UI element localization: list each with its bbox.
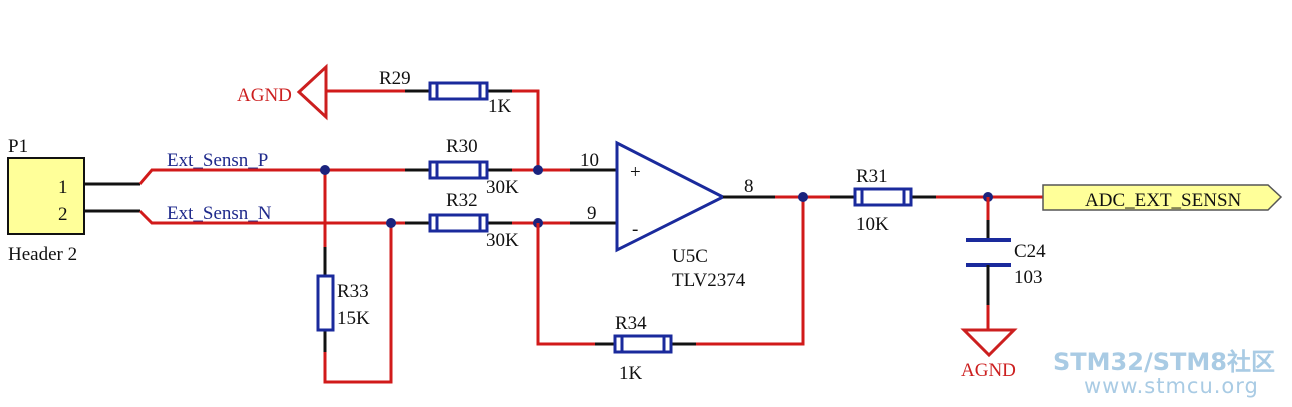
- opamp-body: [615, 140, 727, 253]
- watermark-slash: /: [1144, 348, 1153, 376]
- r29-body: [428, 81, 489, 101]
- r29-value: 1K: [488, 96, 512, 117]
- resistor-r33: R33 15K: [316, 247, 370, 352]
- opamp-minus-sign: -: [632, 219, 638, 240]
- c24-value: 103: [1014, 267, 1043, 288]
- wire-ext-sensn-p: [138, 168, 430, 185]
- agnd-top-symbol: [296, 63, 328, 121]
- r32-value: 30K: [486, 230, 519, 251]
- opamp-part: TLV2374: [672, 270, 746, 291]
- watermark-url: www.stmcu.org: [1084, 374, 1259, 398]
- r34-ref: R34: [615, 313, 647, 334]
- watermark-brand-a: STM32: [1053, 348, 1144, 376]
- resistor-r32: R32 30K: [405, 190, 570, 251]
- junction-n: [386, 218, 396, 228]
- connector-pin-2: 2: [58, 204, 68, 225]
- r30-ref: R30: [446, 136, 478, 157]
- watermark: STM32/STM8社区 www.stmcu.org: [1053, 348, 1275, 398]
- watermark-brand-cn: 社区: [1227, 348, 1275, 376]
- opamp-pin-minus: 9: [587, 203, 597, 224]
- resistor-r30: R30 30K: [405, 136, 570, 198]
- opamp-u5c: + - 10 9 8 U5C TLV2374: [570, 140, 830, 291]
- wire-fb-left: [536, 223, 595, 346]
- watermark-brand: STM32/STM8社区: [1053, 348, 1275, 376]
- opamp-plus-sign: +: [630, 162, 641, 183]
- resistor-r29: AGND R29 1K: [237, 63, 540, 170]
- r31-value: 10K: [856, 214, 889, 235]
- connector-name: Header 2: [8, 244, 77, 265]
- wire-r29-to-plus: [512, 89, 540, 170]
- input-wires: Ext_Sensn_P Ext_Sensn_N: [138, 150, 430, 384]
- wire-r33-loop: [323, 223, 393, 384]
- resistor-r34: R34 1K: [536, 197, 805, 384]
- wire-ext-sensn-n: [138, 209, 430, 225]
- r33-value: 15K: [337, 308, 370, 329]
- r33-body: [316, 274, 335, 332]
- agnd-bottom-symbol: [960, 328, 1018, 358]
- r31-ref: R31: [856, 166, 888, 187]
- r32-body: [428, 213, 489, 233]
- r29-ref: R29: [379, 68, 411, 89]
- agnd-top-label: AGND: [237, 85, 292, 106]
- net-label-p: Ext_Sensn_P: [167, 150, 268, 171]
- wire-fb-right: [696, 197, 805, 346]
- resistor-r31: R31 10K: [830, 166, 1043, 235]
- watermark-brand-b: STM8: [1153, 348, 1227, 376]
- net-label-n: Ext_Sensn_N: [167, 203, 272, 224]
- port-shape: [1042, 184, 1283, 211]
- connector-ref: P1: [8, 136, 28, 157]
- opamp-ref: U5C: [672, 246, 708, 267]
- r30-body: [428, 160, 489, 180]
- port-adc-ext-sensn: ADC_EXT_SENSN: [1042, 184, 1283, 211]
- opamp-pin-out: 8: [744, 176, 754, 197]
- c24-ref: C24: [1014, 241, 1046, 262]
- connector-body: [7, 157, 85, 235]
- port-label: ADC_EXT_SENSN: [1085, 190, 1242, 211]
- junction-out: [798, 192, 808, 202]
- r33-ref: R33: [337, 281, 369, 302]
- r34-value: 1K: [619, 363, 643, 384]
- agnd-bottom-label: AGND: [961, 360, 1016, 381]
- junction-p: [320, 165, 330, 175]
- junction-plus: [533, 165, 543, 175]
- connector-p1: P1 1 2 Header 2: [7, 136, 140, 265]
- connector-pin-1: 1: [58, 177, 68, 198]
- opamp-pin-plus: 10: [580, 150, 599, 171]
- r32-ref: R32: [446, 190, 478, 211]
- r31-body: [853, 187, 913, 207]
- r34-body: [613, 334, 673, 354]
- r30-value: 30K: [486, 177, 519, 198]
- capacitor-c24: C24 103 AGND: [960, 197, 1046, 381]
